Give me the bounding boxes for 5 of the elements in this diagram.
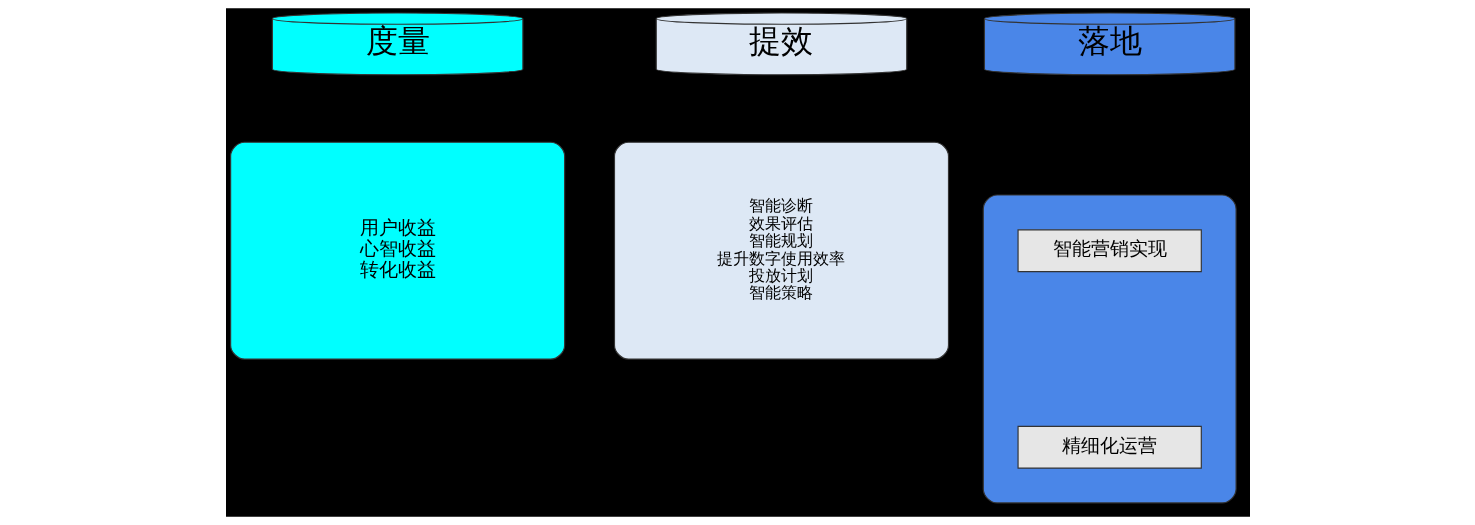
node-box: 智能营销实现 <box>1016 229 1202 273</box>
node-box: 精细化运营 <box>1016 425 1202 469</box>
node-box: 智能诊断 效果评估 智能规划 提升数字使用效率 投放计划 智能策略 <box>613 141 949 360</box>
cluster <box>982 194 1237 504</box>
node-box: 用户收益 心智收益 转化收益 <box>229 141 565 360</box>
